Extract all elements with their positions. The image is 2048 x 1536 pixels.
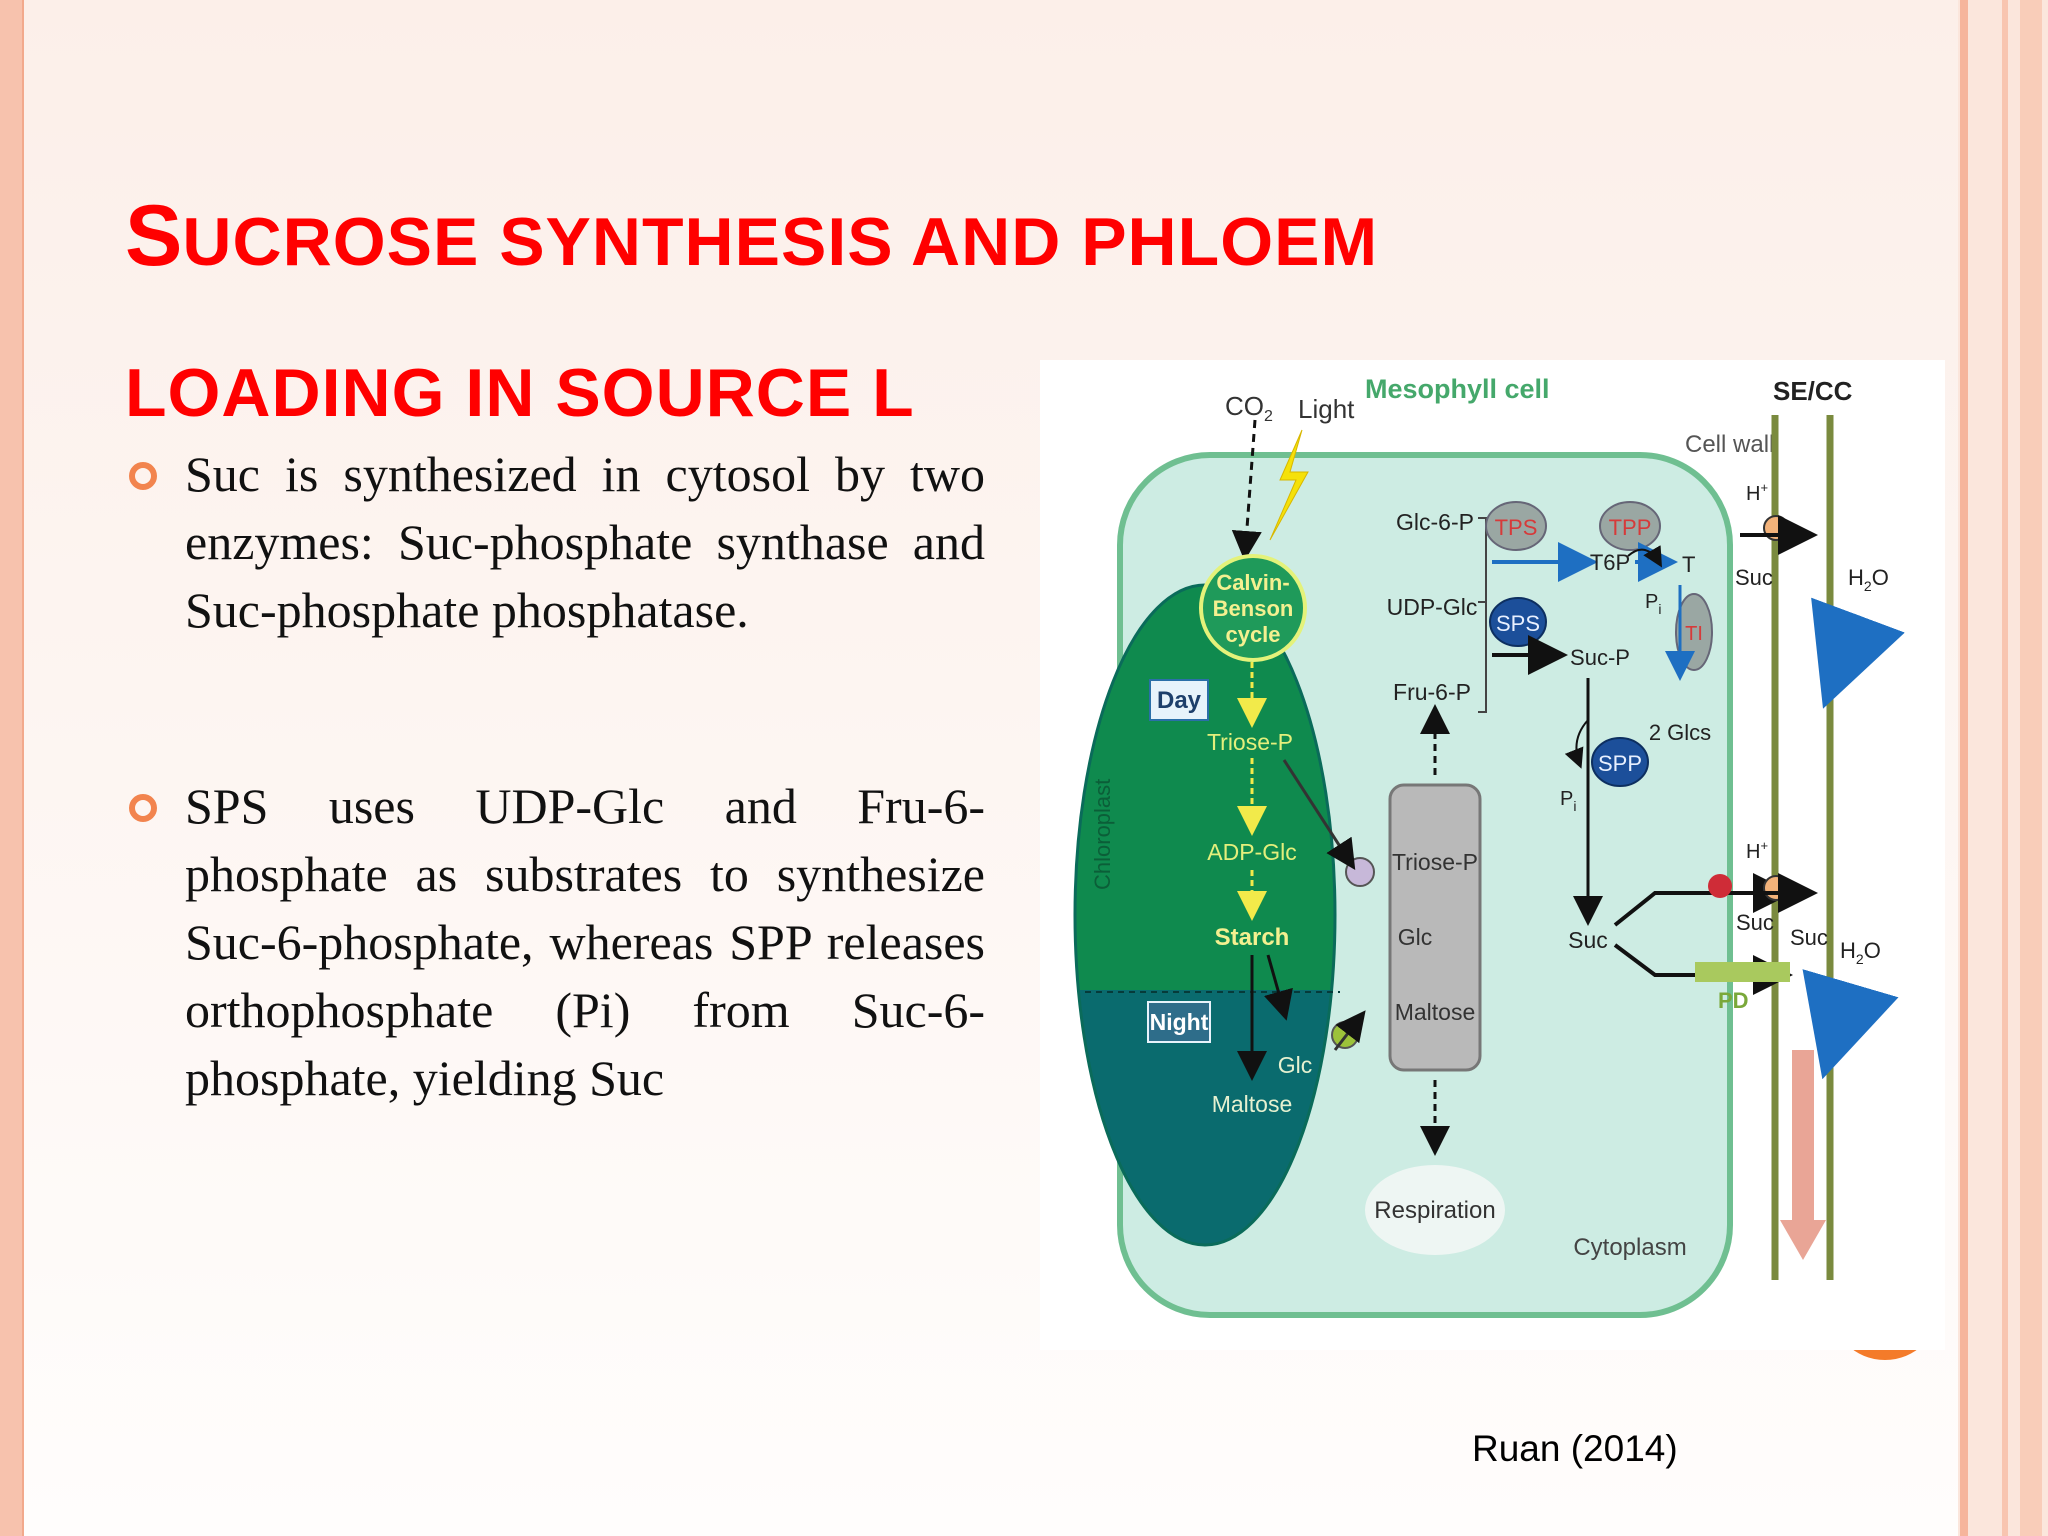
pi-label-2: Pi <box>1560 788 1576 814</box>
cytoplasm-label: Cytoplasm <box>1573 1234 1686 1261</box>
tpp-enzyme <box>1599 501 1661 551</box>
glc-cytosol: Glc <box>1398 924 1433 950</box>
calvin-cycle <box>1199 554 1307 662</box>
phloem-flow-shaft <box>1792 1050 1814 1220</box>
pd-label: PD <box>1718 988 1749 1013</box>
cell-wall-label: Cell wall <box>1685 431 1774 458</box>
left-decorative-stripe <box>0 0 24 1536</box>
sps-enzyme <box>1489 597 1547 647</box>
svg-text:SPP: SPP <box>1598 751 1642 776</box>
bullet-item-2: SPS uses UDP-Glc and Fru-6-phosphate as … <box>125 772 985 1112</box>
adp-glc-label: ADP-Glc <box>1207 839 1296 865</box>
svg-text:Benson: Benson <box>1213 596 1294 621</box>
maltose-chloroplast: Maltose <box>1212 1091 1293 1117</box>
bullet-marker-icon <box>129 462 157 490</box>
t-label: T <box>1682 552 1695 577</box>
mesophyll-cell-label: Mesophyll cell <box>1365 374 1550 404</box>
title-line-1: SUCROSE SYNTHESIS AND PHLOEM <box>125 188 1379 284</box>
svg-text:cycle: cycle <box>1225 622 1280 647</box>
suc-se-label: Suc <box>1790 925 1828 950</box>
right-decorative-stripe <box>1958 0 2048 1536</box>
title-line-2: LOADING IN SOURCE L <box>125 355 915 431</box>
chloroplast-label: Chloroplast <box>1090 779 1115 890</box>
starch-label: Starch <box>1215 924 1290 951</box>
sucrose-h-symporter-2 <box>1763 875 1789 901</box>
maltose-cytosol: Maltose <box>1395 999 1476 1025</box>
spp-enzyme <box>1591 737 1649 787</box>
suc-p-label: Suc-P <box>1570 645 1630 670</box>
co2-label: CO2 <box>1225 391 1273 425</box>
h2o-label-2: H2O <box>1840 938 1881 967</box>
svg-text:Night: Night <box>1150 1009 1209 1035</box>
h-plus-label-2: H+ <box>1746 838 1768 863</box>
h2o-label-1: H2O <box>1848 565 1889 594</box>
se-cc-label: SE/CC <box>1773 376 1853 406</box>
pi-label-1: Pi <box>1645 591 1661 617</box>
sucrose-pathway-figure: CO2 Light Mesophyll cell SE/CC Cell wall… <box>1040 360 1945 1350</box>
tps-enzyme <box>1485 501 1547 551</box>
light-label: Light <box>1298 394 1355 424</box>
phloem-flow-arrowhead <box>1780 1220 1826 1260</box>
triose-p-chloroplast: Triose-P <box>1207 729 1293 755</box>
svg-text:TPS: TPS <box>1495 515 1538 540</box>
plasmodesmata-bar <box>1695 962 1790 982</box>
fru-6-p-label: Fru-6-P <box>1393 679 1471 705</box>
glc-6-p-label: Glc-6-P <box>1396 509 1474 535</box>
suc-cytosol-label: Suc <box>1568 927 1608 953</box>
udp-glc-label: UDP-Glc <box>1387 594 1478 620</box>
day-badge <box>1149 679 1209 721</box>
glc-chloroplast: Glc <box>1278 1052 1313 1078</box>
svg-text:Calvin-: Calvin- <box>1216 570 1289 595</box>
bullet-item-1: Suc is synthesized in cytosol by two enz… <box>125 440 985 644</box>
suc-wall-label-1: Suc <box>1735 565 1773 590</box>
bullet-marker-icon <box>129 794 157 822</box>
suc-wall-label-2: Suc <box>1736 910 1774 935</box>
two-glcs-label: 2 Glcs <box>1649 720 1711 745</box>
bullet-list: Suc is synthesized in cytosol by two enz… <box>125 440 985 1112</box>
slide-title: SUCROSE SYNTHESIS AND PHLOEM LOADING IN … <box>125 170 1685 478</box>
respiration-bubble <box>1365 1165 1505 1255</box>
cytosol-metabolite-box <box>1388 783 1482 1072</box>
respiration-label: Respiration <box>1374 1197 1495 1224</box>
svg-text:TI: TI <box>1685 623 1703 645</box>
pathway-diagram: CO2 Light Mesophyll cell SE/CC Cell wall… <box>1073 374 1905 1318</box>
svg-text:Day: Day <box>1157 687 1202 714</box>
svg-text:SPS: SPS <box>1496 611 1540 636</box>
citation: Ruan (2014) <box>1472 1428 1678 1469</box>
night-badge <box>1147 1001 1211 1043</box>
t6p-label: T6P <box>1590 550 1630 575</box>
svg-text:TPP: TPP <box>1609 515 1652 540</box>
lightning-icon <box>1269 429 1309 541</box>
triose-p-cytosol: Triose-P <box>1392 849 1478 875</box>
suc-efflux-transporter <box>1708 874 1732 898</box>
h-plus-label-1: H+ <box>1746 480 1768 505</box>
